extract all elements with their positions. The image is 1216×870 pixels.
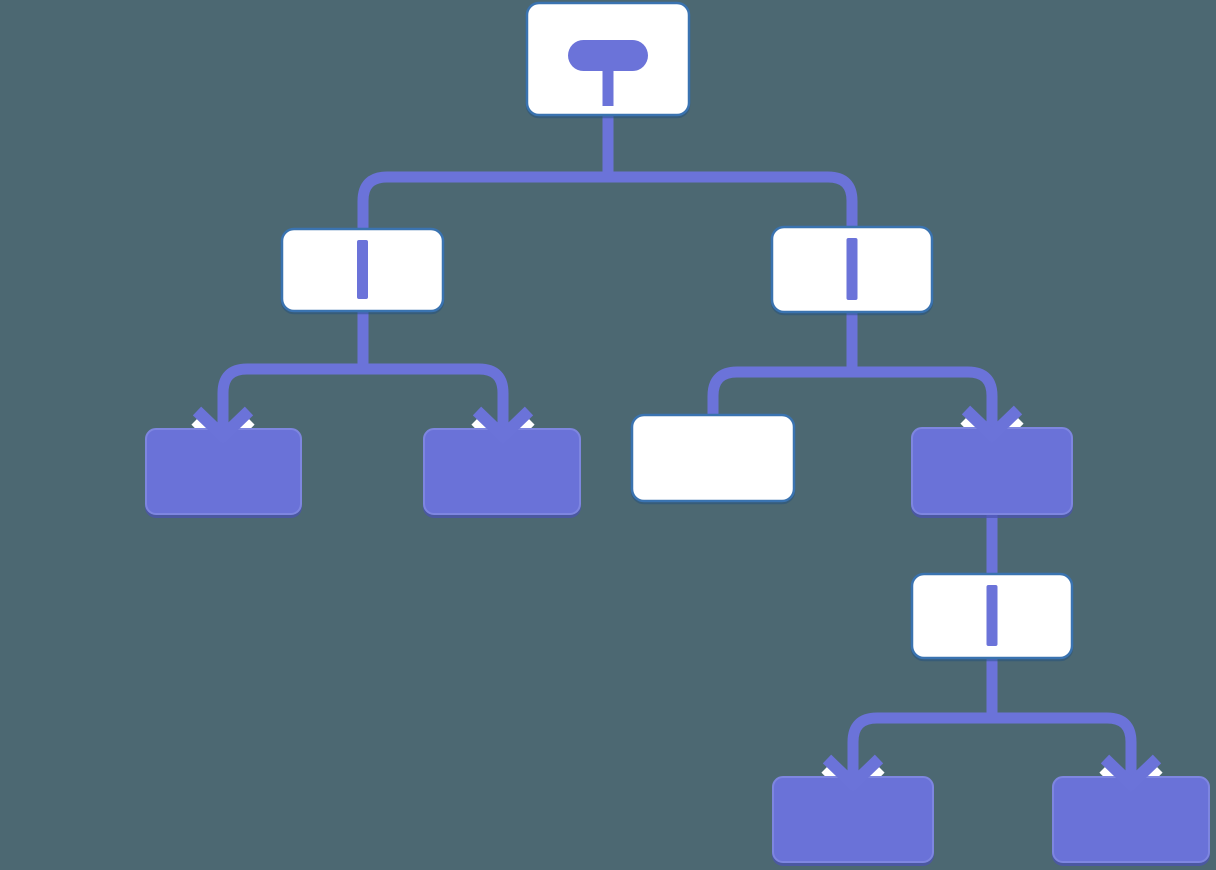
arrow-chevron-icon [1100,754,1162,793]
arrow-chevron-icon [822,754,884,793]
vertical-bar-icon [846,238,858,300]
vertical-bar-icon [357,240,368,299]
edge-rail-bottom [847,712,1137,784]
arrow-chevron-icon [472,406,534,445]
arrow-chevron-icon [192,406,254,445]
edge-rail-right [707,366,998,435]
pill-stem-icon [602,67,614,106]
pill-icon [568,40,648,71]
arrow-chevron-icon [961,405,1023,444]
edge-rail-top [357,171,858,234]
node-plain-node[interactable] [630,413,796,503]
vertical-bar-icon [986,585,998,646]
edge-rail-left [217,363,509,436]
